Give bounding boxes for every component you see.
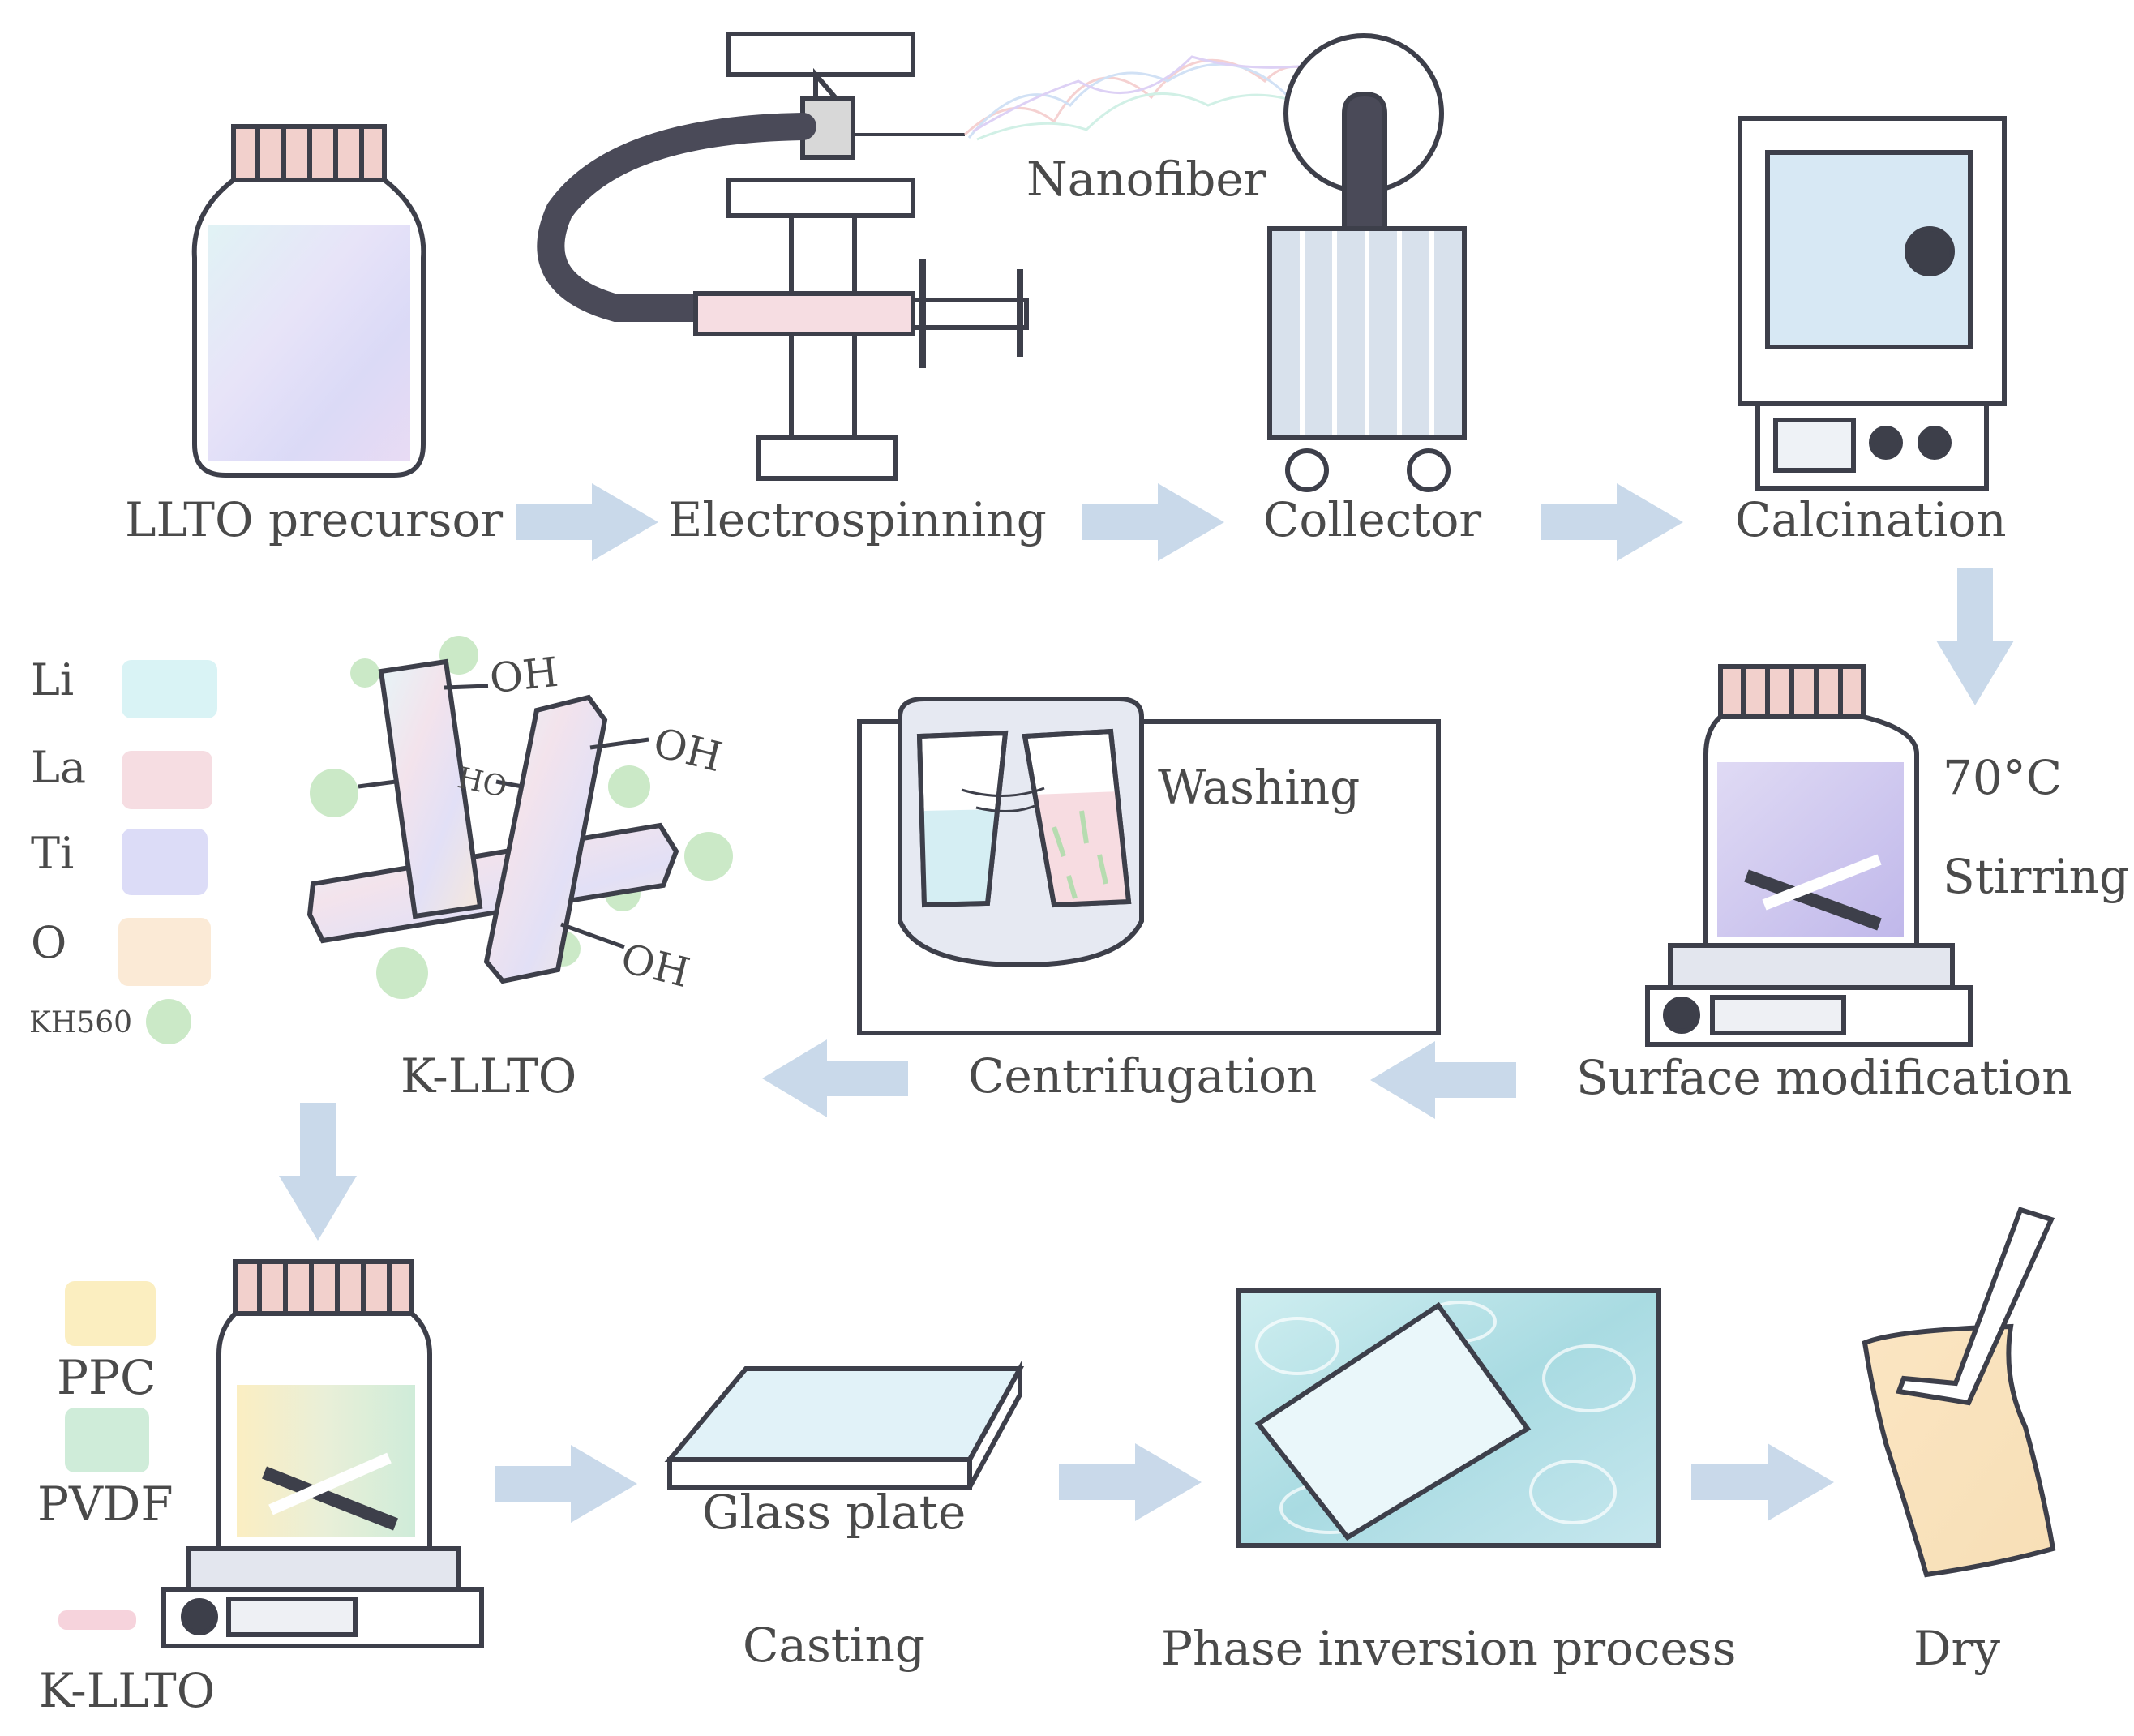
legend-swatch-kh560 — [146, 999, 191, 1044]
legend-swatch-o — [118, 918, 211, 986]
arrow-electrospinning-to-collector — [1082, 483, 1224, 561]
nanofiber-strands — [963, 55, 1331, 141]
legend-swatch-li — [122, 660, 217, 718]
glass-plate — [664, 1359, 1025, 1490]
legend-label-li: Li — [31, 654, 75, 705]
arrow-calcination-down — [1936, 568, 2014, 705]
arrow-modification-to-centrifugation — [1370, 1041, 1516, 1119]
legend-swatch-ti — [122, 829, 208, 895]
crystal-horizontal — [306, 822, 679, 944]
composition-legend — [58, 1281, 156, 1630]
arrow-precursor-to-electrospinning — [516, 483, 658, 561]
label-calcination: Calcination — [1735, 492, 2007, 547]
arrow-casting-to-phase-inversion — [1059, 1443, 1202, 1521]
calcination-furnace — [1738, 116, 2007, 491]
oh-label-right: OH — [649, 718, 727, 782]
label-washing: Washing — [1158, 760, 1361, 815]
label-phase-inversion: Phase inversion process — [1161, 1621, 1737, 1676]
legend-label-o: O — [31, 917, 67, 968]
label-electrospinning: Electrospinning — [668, 492, 1047, 547]
surface-modification-stirrer — [1645, 664, 1973, 1047]
element-legend — [118, 660, 217, 1044]
arrow-kllto-down — [279, 1103, 357, 1241]
membrane-film — [1254, 1301, 1532, 1541]
mixing-jar-cap — [233, 1259, 414, 1316]
legend-label-kllto: K-LLTO — [39, 1663, 216, 1718]
label-nanofiber: Nanofiber — [1026, 152, 1266, 207]
legend-label-ppc: PPC — [57, 1350, 156, 1405]
precursor-solution — [208, 225, 410, 461]
oh-label-bottom: OH — [616, 934, 695, 997]
oh-label-top: OH — [487, 648, 561, 703]
stirring-solution — [1717, 762, 1904, 937]
mixing-stirrer — [161, 1259, 484, 1648]
tweezers — [1895, 1207, 2055, 1406]
label-glass-plate: Glass plate — [702, 1485, 966, 1540]
legend-swatch-ppc — [65, 1281, 156, 1346]
legend-label-ti: Ti — [31, 828, 75, 879]
precursor-jar — [191, 124, 426, 478]
arrow-centrifugation-to-kllto — [762, 1039, 908, 1117]
legend-swatch-kllto — [58, 1610, 136, 1630]
legend-label-la: La — [31, 742, 87, 793]
arrow-collector-to-calcination — [1541, 483, 1683, 561]
crystal-right — [483, 694, 608, 984]
label-llto-precursor: LLTO precursor — [125, 492, 504, 547]
label-surface-modification: Surface modification — [1576, 1050, 2072, 1105]
label-stirring: Stirring — [1943, 849, 2130, 904]
label-collector: Collector — [1263, 492, 1482, 547]
crystal-left — [378, 658, 483, 919]
label-centrifugation: Centrifugation — [968, 1048, 1318, 1104]
syringe-barrel — [693, 291, 915, 336]
flow-arrows — [279, 483, 2014, 1523]
kllto-illustration — [306, 636, 733, 999]
collector-drum — [1267, 33, 1467, 492]
label-k-llto: K-LLTO — [401, 1048, 577, 1104]
arrow-phase-inversion-to-dry — [1691, 1443, 1834, 1521]
electrospinning-apparatus — [537, 32, 1029, 481]
label-casting: Casting — [743, 1618, 926, 1673]
legend-swatch-pvdf — [65, 1408, 149, 1472]
dry-membrane — [1862, 1207, 2056, 1578]
legend-label-kh560: KH560 — [29, 1006, 133, 1039]
label-dry: Dry — [1913, 1621, 2000, 1676]
high-voltage-tube — [537, 113, 816, 322]
centrifuge — [857, 697, 1441, 1035]
label-temperature: 70°C — [1943, 750, 2063, 805]
legend-swatch-la — [122, 751, 212, 809]
ho-label: HO — [454, 761, 510, 804]
phase-inversion-bath — [1236, 1288, 1661, 1548]
arrow-mix-to-casting — [495, 1445, 637, 1523]
legend-label-pvdf: PVDF — [37, 1477, 174, 1532]
